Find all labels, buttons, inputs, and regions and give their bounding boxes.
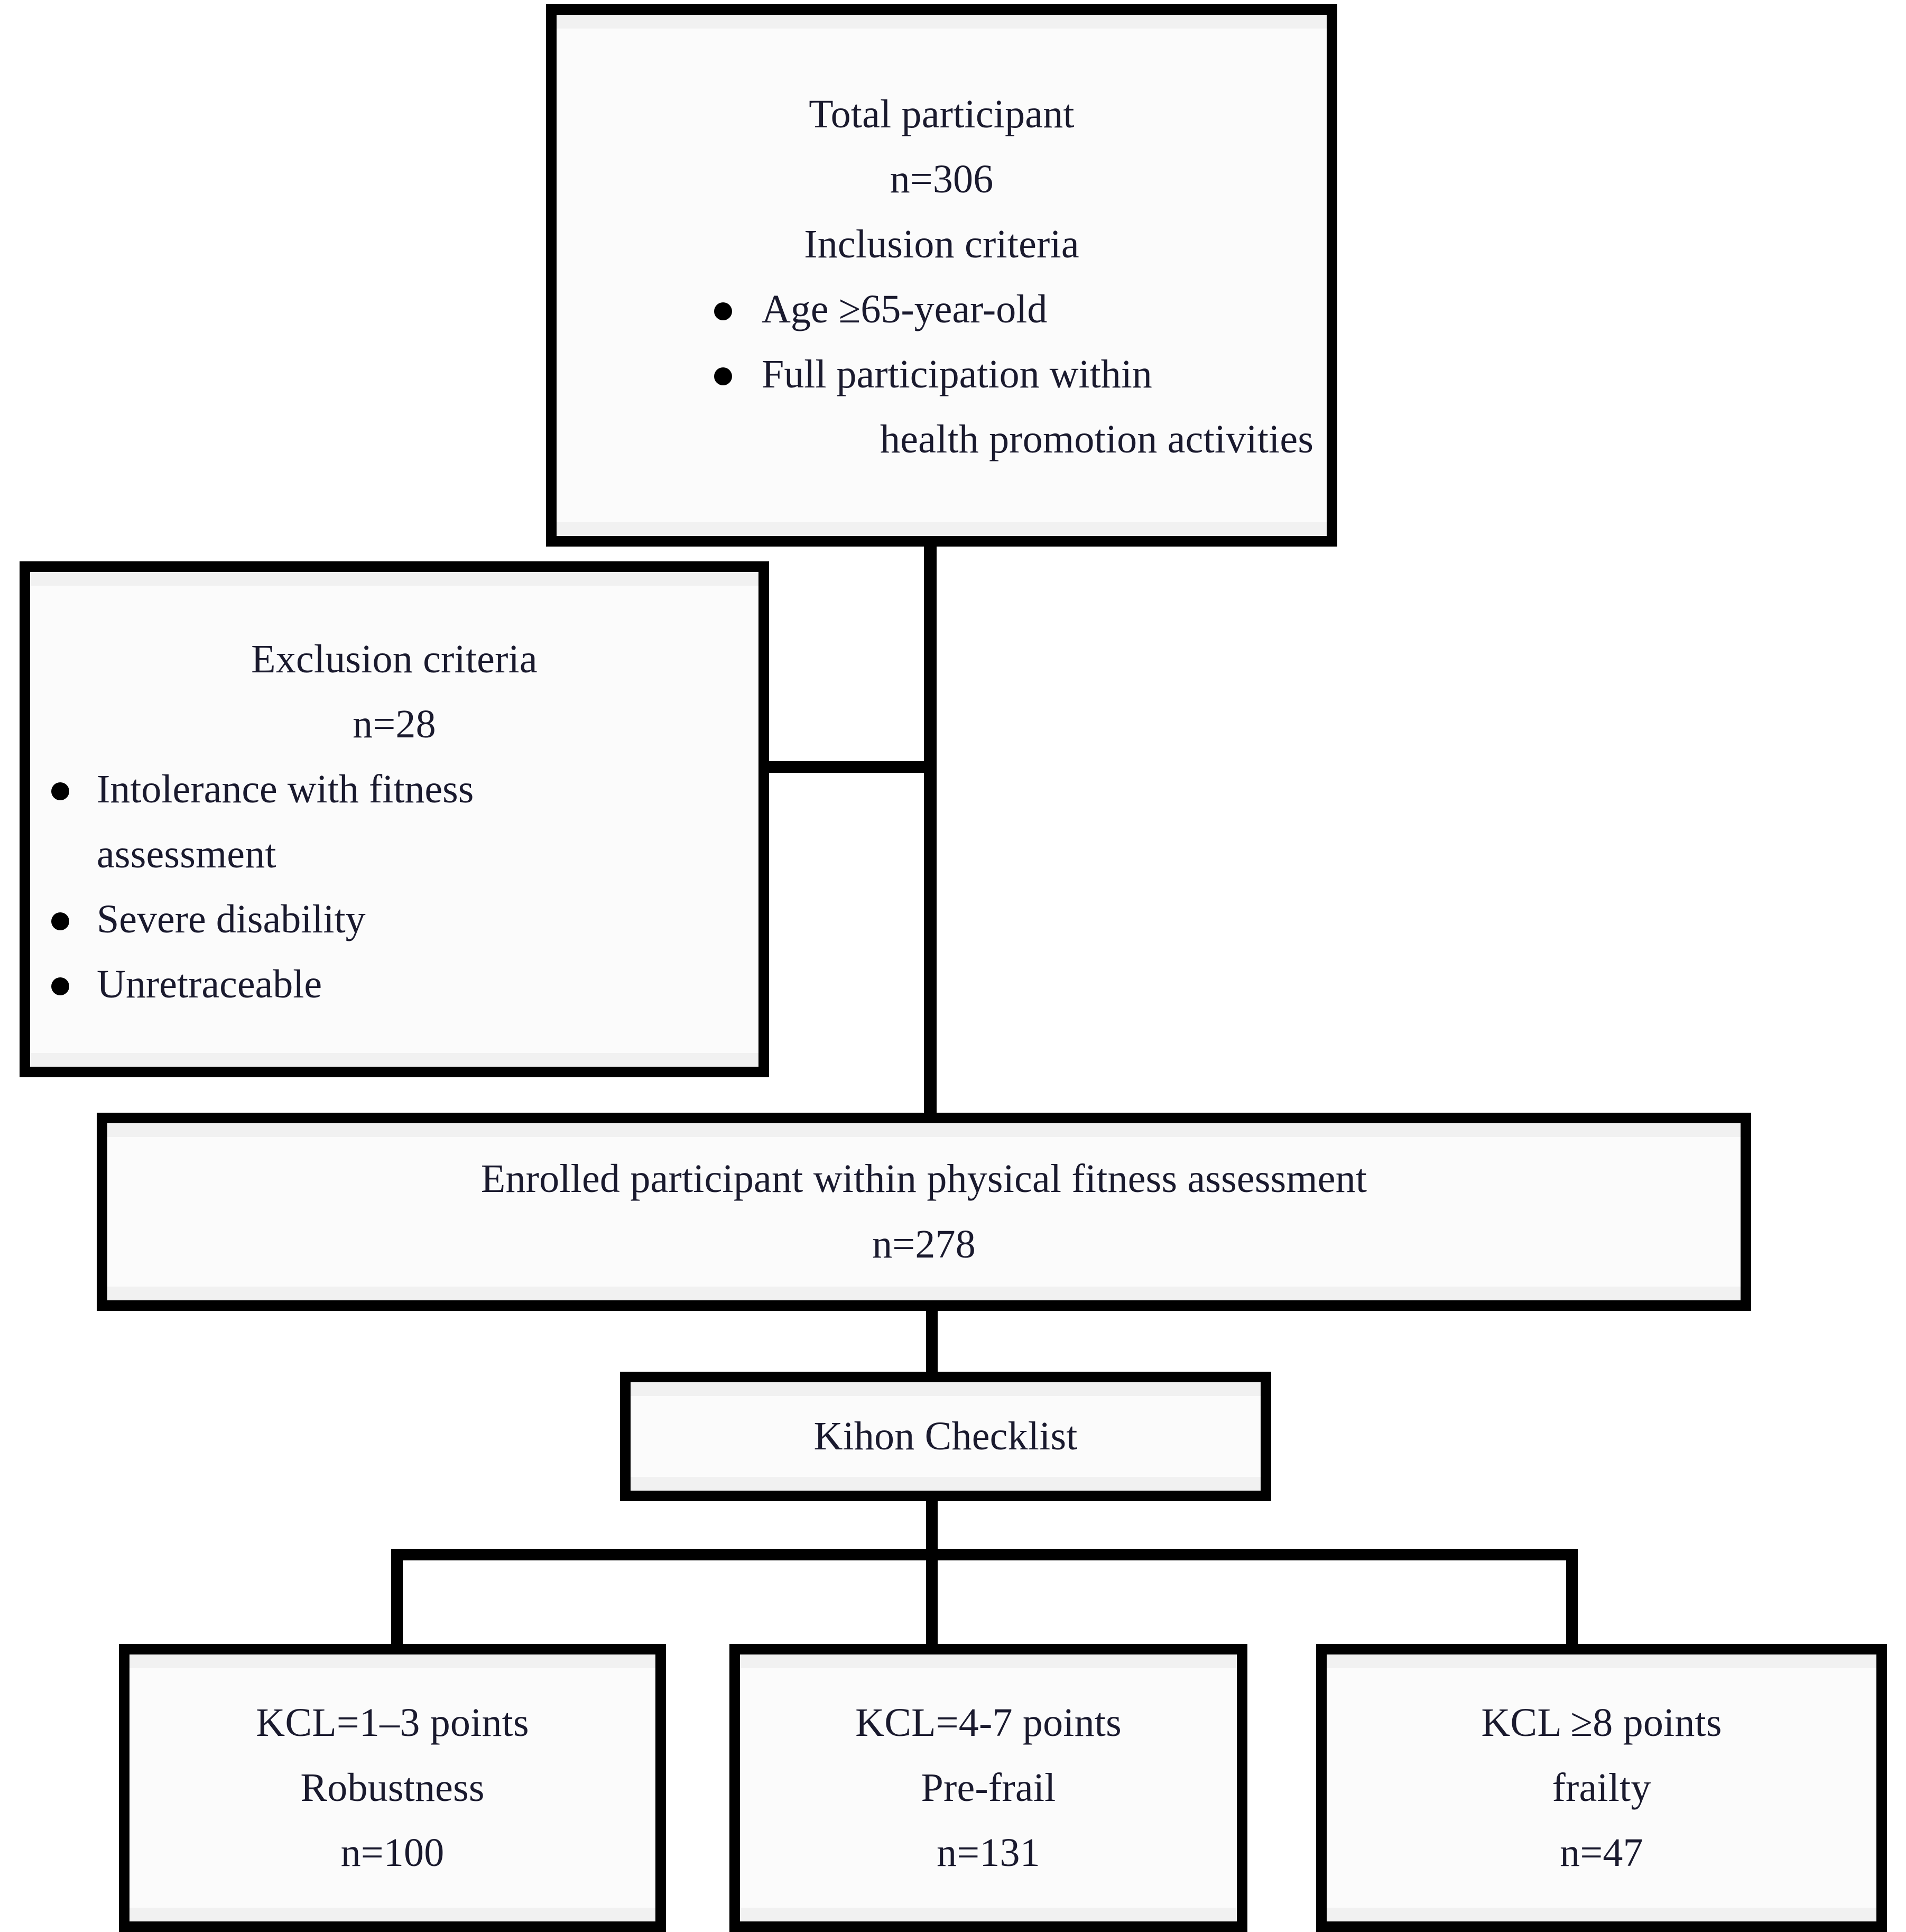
bullet-point-icon [714,302,732,320]
enrolled-participant-count: n=278 [872,1222,976,1267]
exclusion-criteria-count: n=28 [353,701,436,746]
node-kcl-prefrail: KCL=4-7 points Pre-frail n=131 [729,1644,1247,1932]
prefrail-count: n=131 [937,1831,1040,1875]
inclusion-bullet-participation-text-cont: health promotion activities [880,417,1314,462]
exclusion-bullet-intolerance: Intolerance with fitness [46,757,743,822]
exclusion-bullet-intolerance-text-cont: assessment [97,832,276,876]
bullet-point-icon [714,367,732,386]
exclusion-criteria-heading: Exclusion criteria [251,636,538,681]
exclusion-bullet-unretraceable: Unretraceable [46,952,743,1017]
inclusion-bullet-participation-text: Full participation within [762,352,1152,397]
robustness-label: Robustness [300,1765,485,1810]
connector-exclusion-to-trunk [761,761,933,773]
node-kcl-robustness: KCL=1–3 points Robustness n=100 [119,1644,666,1932]
robustness-criteria: KCL=1–3 points [256,1700,529,1745]
connector-drop-prefrail [926,1549,938,1647]
node-kihon-checklist: Kihon Checklist [620,1372,1271,1501]
bullet-point-icon [51,912,69,931]
inclusion-bullet-participation: Full participation within [578,342,1306,407]
frailty-criteria: KCL ≥8 points [1481,1700,1722,1745]
inclusion-bullet-age: Age ≥65-year-old [578,277,1306,342]
exclusion-bullet-intolerance-text: Intolerance with fitness [97,766,474,811]
total-participant-heading: Total participant [809,91,1075,136]
frailty-count: n=47 [1560,1831,1643,1875]
robustness-count: n=100 [340,1831,445,1875]
bullet-point-icon [51,977,69,996]
exclusion-bullet-severe-disability-text: Severe disability [97,897,366,942]
connector-kihon-to-distributor [926,1500,938,1558]
prefrail-criteria: KCL=4-7 points [855,1700,1122,1745]
enrolled-participant-heading: Enrolled participant within physical fit… [480,1157,1367,1201]
node-enrolled-participant: Enrolled participant within physical fit… [97,1113,1751,1311]
connector-drop-robustness [391,1549,403,1647]
node-exclusion-criteria: Exclusion criteria n=28 Intolerance with… [20,561,769,1077]
bullet-point-icon [51,782,69,800]
exclusion-bullet-unretraceable-text: Unretraceable [97,962,322,1007]
exclusion-bullet-severe-disability: Severe disability [46,887,743,952]
connector-distributor-bar [391,1549,1578,1560]
total-participant-count: n=306 [890,156,994,201]
frailty-label: frailty [1552,1765,1651,1810]
prefrail-label: Pre-frail [921,1765,1056,1810]
kihon-checklist-heading: Kihon Checklist [813,1413,1078,1458]
inclusion-bullet-age-text: Age ≥65-year-old [762,287,1048,331]
node-kcl-frailty: KCL ≥8 points frailty n=47 [1316,1644,1887,1932]
connector-enrolled-to-kihon [926,1310,938,1373]
connector-drop-frailty [1566,1549,1578,1647]
node-total-participant: Total participant n=306 Inclusion criter… [546,4,1337,547]
total-participant-subheading: Inclusion criteria [804,221,1079,266]
connector-total-to-enrolled [924,547,937,1115]
